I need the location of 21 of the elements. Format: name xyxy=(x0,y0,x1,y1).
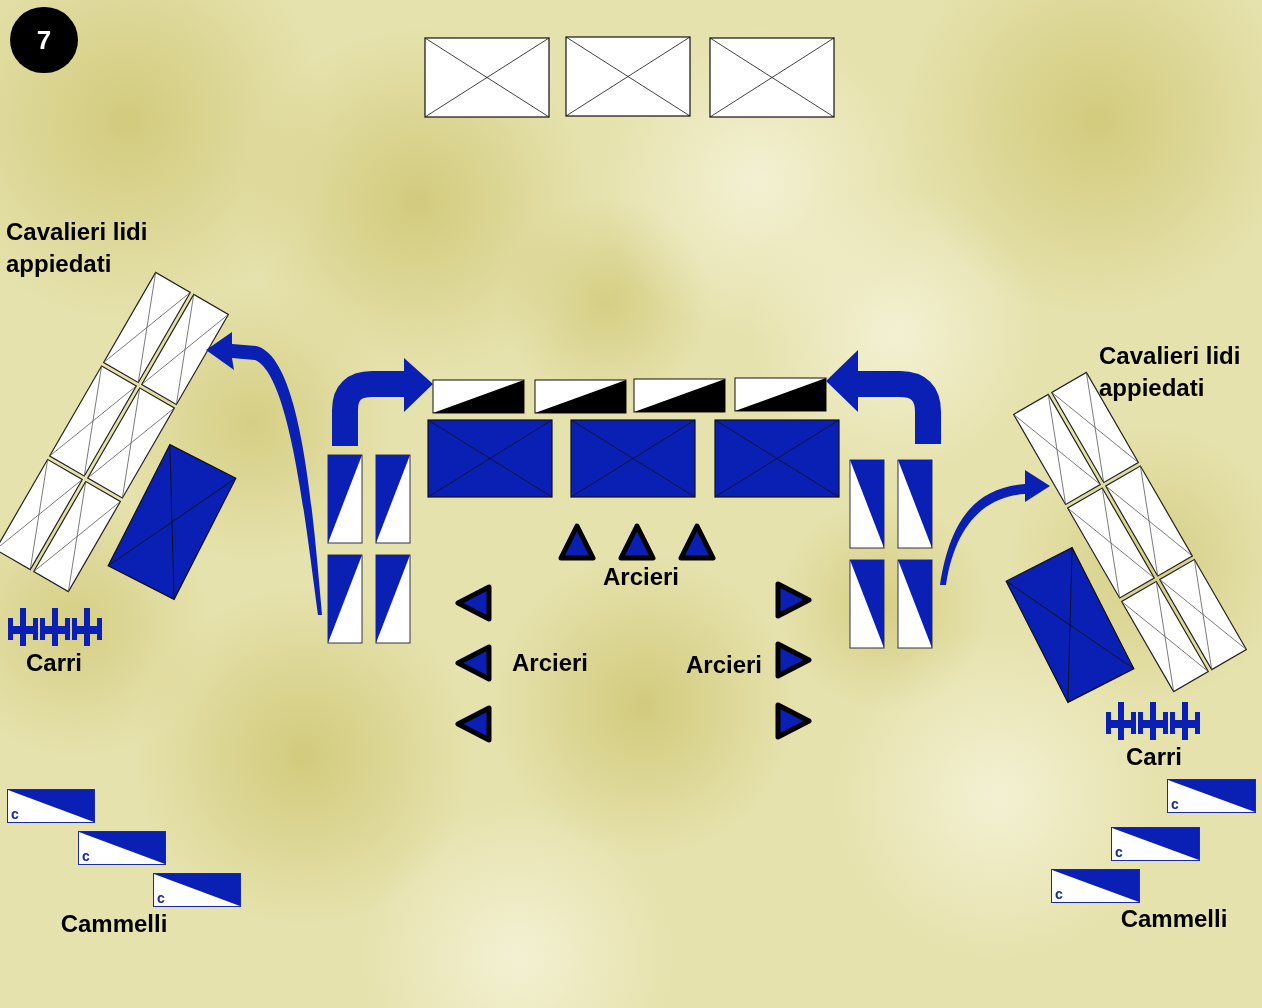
unit-label: Arcieri xyxy=(684,650,763,680)
unit-label: Arcieri xyxy=(601,562,680,592)
camel-unit xyxy=(1051,869,1140,903)
camel-unit xyxy=(7,789,95,823)
camel-unit xyxy=(78,831,166,865)
unit-letter: c xyxy=(82,849,90,863)
unit-letter: c xyxy=(1055,887,1063,901)
camel-unit xyxy=(153,873,241,907)
unit-letter: c xyxy=(1115,845,1123,859)
camel-unit xyxy=(1111,827,1200,861)
unit-label: Cammelli xyxy=(59,909,169,939)
unit-label: Cavalieri lidi appiedati xyxy=(6,217,149,279)
unit-label: Carri xyxy=(1125,742,1183,772)
unit-letter: c xyxy=(157,891,165,905)
unit-label: Arcieri xyxy=(510,648,589,678)
camel-unit xyxy=(1167,779,1256,813)
unit-label: Cammelli xyxy=(1119,904,1229,934)
unit-label: Cavalieri lidi appiedati xyxy=(1099,341,1242,403)
unit-letter: c xyxy=(1171,797,1179,811)
unit-letter: c xyxy=(11,807,19,821)
unit-label: Carri xyxy=(25,648,83,678)
